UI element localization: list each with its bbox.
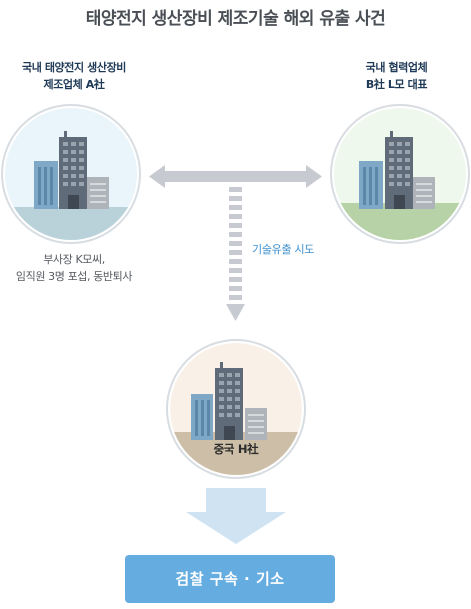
- left-company-circle: [0, 103, 142, 245]
- left-building-icon: [1, 104, 141, 244]
- left-company-label: 국내 태양전지 생산장비 제조업체 A社: [0, 59, 148, 93]
- right-company-line2: B社 L모 대표: [365, 78, 428, 91]
- dashed-down-arrow-icon: [226, 187, 245, 321]
- page-title: 태양전지 생산장비 제조기술 해외 유출 사건: [85, 9, 386, 29]
- right-company-circle: [329, 103, 471, 245]
- china-building-icon: [166, 339, 306, 479]
- left-company-line2: 제조업체 A社: [43, 78, 105, 91]
- left-note-line1: 부사장 K모씨,: [43, 253, 105, 266]
- flow-label: 기술유출 시도: [252, 243, 315, 256]
- right-building-icon: [330, 104, 470, 244]
- left-company-note: 부사장 K모씨, 임직원 3명 포섭, 동반퇴사: [0, 251, 148, 285]
- right-company-line1: 국내 협력업체: [365, 61, 428, 74]
- china-company-circle: [165, 338, 307, 480]
- left-note-line2: 임직원 3명 포섭, 동반퇴사: [15, 270, 133, 283]
- result-down-arrow-icon: [186, 488, 286, 544]
- flow-arrows: [149, 165, 322, 321]
- china-company-label: 중국 H社: [213, 442, 259, 456]
- double-arrow-icon: [149, 165, 322, 188]
- left-company-line1: 국내 태양전지 생산장비: [21, 61, 127, 74]
- right-company-label: 국내 협력업체 B社 L모 대표: [322, 59, 471, 93]
- result-button[interactable]: 검찰 구속 · 기소: [125, 555, 335, 603]
